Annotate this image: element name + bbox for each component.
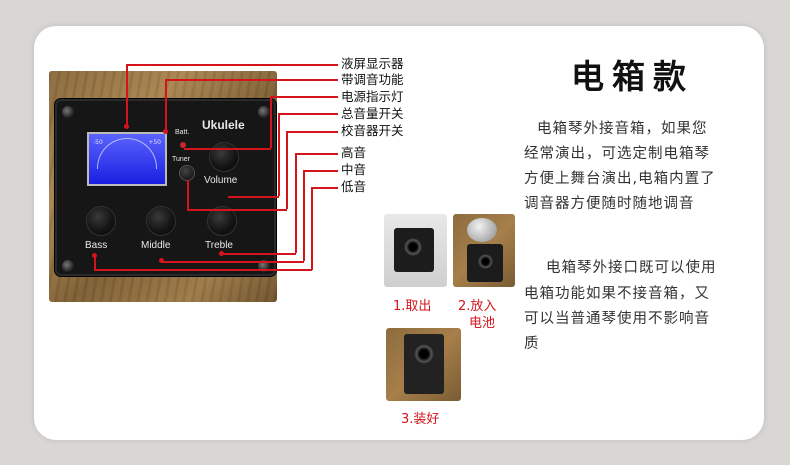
callout-line [228, 196, 279, 198]
callout-line [94, 269, 312, 271]
description-paragraph-1-cont: 经常演出，可选定制电箱琴 方便上舞台演出,电箱内置了 调音器方便随时随地调音 [524, 142, 716, 217]
jack-socket [478, 254, 493, 269]
callout-dot [124, 124, 129, 129]
callout-tuning-function: 带调音功能 [341, 72, 404, 87]
callout-tuner-switch: 校音器开关 [341, 123, 404, 138]
screw-icon [62, 106, 74, 118]
callout-line [126, 64, 128, 126]
callout-line [295, 153, 338, 155]
middle-label: Middle [141, 240, 171, 251]
brand-label: Ukulele [202, 118, 245, 132]
callout-line [184, 148, 271, 150]
text-line: 电箱琴外接口既可以使用 [546, 260, 717, 276]
callout-line [187, 180, 189, 210]
callout-dot [159, 258, 164, 263]
callout-line [286, 131, 288, 209]
jack-plate [404, 334, 444, 394]
jack-socket [414, 344, 434, 364]
callout-line [295, 153, 297, 253]
batt-label: Batt. [175, 129, 190, 136]
callout-dot [92, 253, 97, 258]
callout-middle: 中音 [341, 162, 367, 177]
callout-line [94, 255, 96, 270]
callout-line [161, 261, 304, 263]
step3-label: 3.装好 [401, 412, 440, 427]
jack-socket [404, 238, 422, 256]
bass-knob[interactable] [87, 207, 115, 235]
tuner-button[interactable] [180, 166, 194, 180]
callout-line [303, 170, 338, 172]
volume-knob[interactable] [210, 143, 238, 171]
callout-line [165, 79, 338, 81]
jack-plate [467, 244, 503, 282]
screw-icon [62, 260, 74, 272]
volume-label: Volume [204, 175, 238, 186]
callout-line [286, 131, 338, 133]
battery-icon [467, 218, 497, 242]
tuner-label: Tuner [172, 156, 191, 163]
description-paragraph-2-cont: 电箱功能如果不接音箱，又 可以当普通琴使用不影响音 质 [524, 282, 710, 357]
lcd-display: -50 +50 [87, 132, 167, 186]
treble-label: Treble [205, 240, 233, 251]
callout-bass: 低音 [341, 179, 367, 194]
text-line: 经常演出，可选定制电箱琴 [524, 146, 710, 162]
treble-knob[interactable] [208, 207, 236, 235]
text-line: 可以当普通琴使用不影响音 [524, 311, 710, 327]
screw-icon [258, 106, 270, 118]
jack-plate [394, 228, 434, 272]
page-title: 电箱款 [571, 57, 694, 96]
text-line: 质 [524, 336, 540, 352]
text-line: 调音器方便随时随地调音 [524, 196, 695, 212]
callout-line [270, 96, 272, 148]
callout-line [270, 96, 338, 98]
step2-photo [453, 214, 515, 287]
callout-line [165, 79, 167, 131]
power-led [180, 142, 186, 148]
description-paragraph-2: 电箱琴外接口既可以使用 [546, 256, 717, 281]
lcd-right-tick: +50 [148, 139, 161, 146]
callout-line [278, 113, 338, 115]
step1-label: 1.取出 [393, 299, 432, 314]
callout-master-volume: 总音量开关 [341, 106, 404, 121]
middle-knob[interactable] [147, 207, 175, 235]
callout-line [222, 253, 296, 255]
callout-treble: 高音 [341, 145, 367, 160]
step1-photo [384, 214, 447, 287]
callout-power-indicator: 电源指示灯 [341, 89, 404, 104]
text-line: 电箱功能如果不接音箱，又 [524, 286, 710, 302]
text-line: 电箱琴外接音箱，如果您 [537, 121, 708, 137]
lcd-left-tick: -50 [93, 139, 103, 146]
callout-dot [219, 251, 224, 256]
callout-dot [163, 129, 168, 134]
callout-line [303, 170, 305, 261]
callout-line [126, 64, 338, 66]
step3-photo [386, 328, 461, 401]
text-line: 方便上舞台演出,电箱内置了 [524, 171, 716, 187]
callout-line [311, 187, 338, 189]
step2-label-line2: 电池 [469, 316, 496, 331]
callout-line [278, 113, 280, 196]
callout-line [187, 209, 287, 211]
callout-lcd-display: 液屏显示器 [341, 56, 404, 71]
step2-label: 2.放入 [458, 299, 497, 314]
callout-line [311, 187, 313, 270]
description-paragraph-1: 电箱琴外接音箱，如果您 [537, 117, 708, 142]
bass-label: Bass [85, 240, 108, 251]
